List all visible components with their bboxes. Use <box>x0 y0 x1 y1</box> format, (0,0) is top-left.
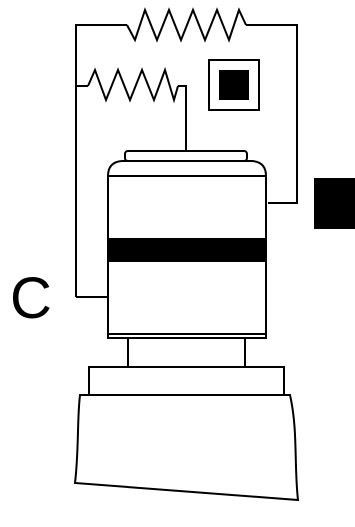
inner-wire <box>76 66 187 152</box>
bottle-shoulder <box>88 366 285 396</box>
left-resistor <box>87 66 179 104</box>
cap-top-lip <box>124 150 248 162</box>
bottle-body <box>73 394 300 502</box>
cap-band <box>107 238 267 262</box>
top-resistor <box>126 7 247 43</box>
label-c: C <box>10 266 52 331</box>
outer-wire-right <box>246 24 298 204</box>
indicator-square <box>219 70 249 100</box>
bottle-assembly <box>73 150 300 502</box>
outer-wire <box>75 7 298 297</box>
black-block <box>314 178 355 229</box>
inner-wire-down <box>178 85 187 152</box>
bottle-neck <box>127 337 246 368</box>
outer-wire-left <box>75 24 127 297</box>
